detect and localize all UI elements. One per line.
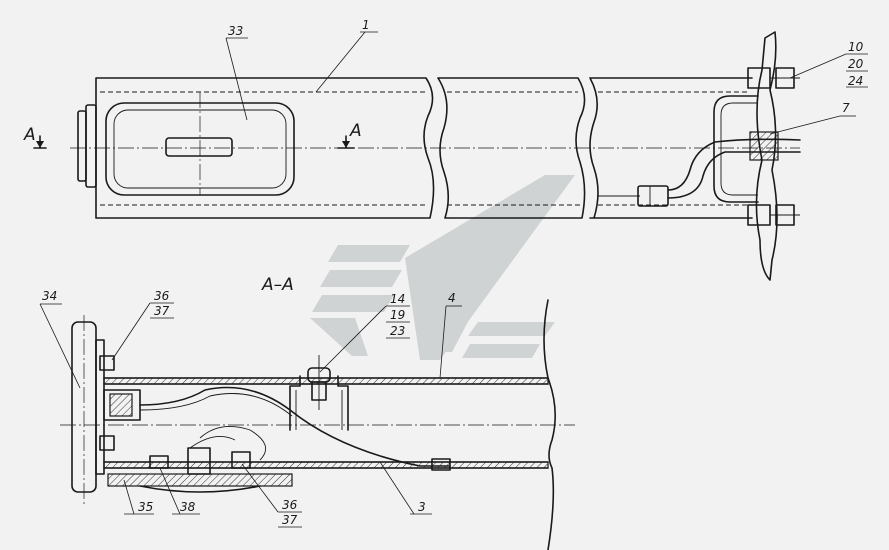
callout-7: 7 (842, 101, 850, 115)
callout-36-bottom: 36 (282, 498, 298, 512)
callout-3: 3 (418, 500, 426, 514)
top-view (70, 31, 801, 281)
section-view (60, 299, 575, 550)
callout-19: 19 (390, 308, 405, 322)
section-title: A–A (261, 275, 294, 295)
callout-10: 10 (848, 40, 864, 54)
cut-letter-right: A (349, 121, 362, 141)
callout-36-top: 36 (154, 289, 170, 303)
callout-24: 24 (848, 74, 863, 88)
callout-14: 14 (390, 292, 405, 306)
callouts: 1 33 10 20 24 7 34 36 37 14 19 23 (39, 18, 868, 528)
callout-35: 35 (138, 500, 153, 514)
callout-38: 38 (180, 500, 196, 514)
callout-33: 33 (228, 24, 243, 38)
section-cut-marks: A A (23, 121, 362, 149)
callout-37-bottom: 37 (282, 513, 298, 527)
callout-20: 20 (848, 57, 864, 71)
callout-23: 23 (390, 324, 405, 338)
callout-37-top: 37 (154, 304, 170, 318)
callout-4: 4 (448, 291, 456, 305)
callout-1: 1 (362, 18, 370, 32)
cut-letter-left: A (23, 125, 36, 145)
callout-34: 34 (42, 289, 57, 303)
watermark-logo (310, 175, 575, 360)
